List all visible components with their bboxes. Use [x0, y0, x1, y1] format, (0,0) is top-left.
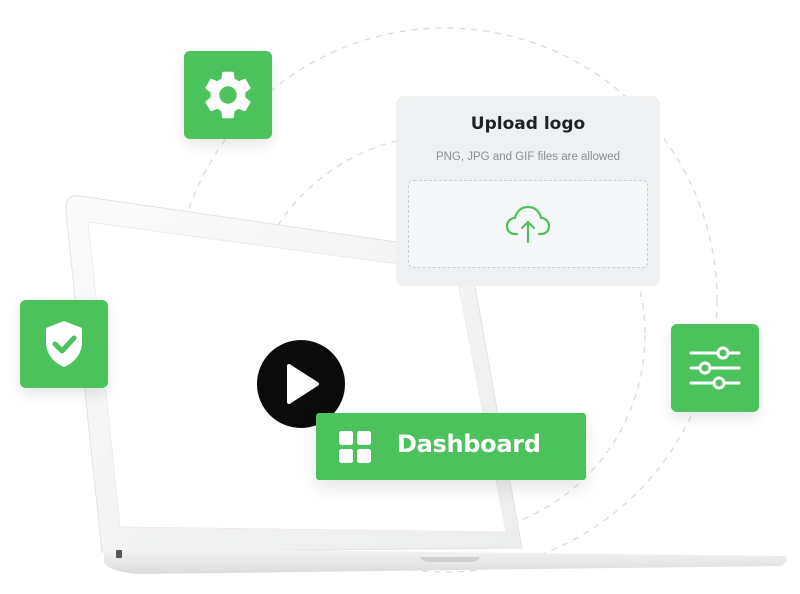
gear-icon	[205, 71, 251, 119]
security-tile[interactable]	[20, 300, 108, 388]
dashboard-label: Dashboard	[397, 430, 541, 458]
sliders-icon	[689, 346, 741, 390]
upload-dropzone[interactable]	[408, 180, 648, 268]
dashboard-button[interactable]: Dashboard	[316, 413, 586, 480]
cloud-upload-icon	[505, 205, 551, 244]
upload-subtitle: PNG, JPG and GIF files are allowed	[435, 151, 621, 163]
upload-title: Upload logo	[470, 114, 586, 134]
play-icon	[287, 364, 319, 404]
upload-card: Upload logo PNG, JPG and GIF files are a…	[396, 96, 660, 286]
controls-tile[interactable]	[671, 324, 759, 412]
grid-icon	[339, 431, 371, 463]
shield-check-icon	[46, 321, 82, 367]
settings-tile[interactable]	[184, 51, 272, 139]
